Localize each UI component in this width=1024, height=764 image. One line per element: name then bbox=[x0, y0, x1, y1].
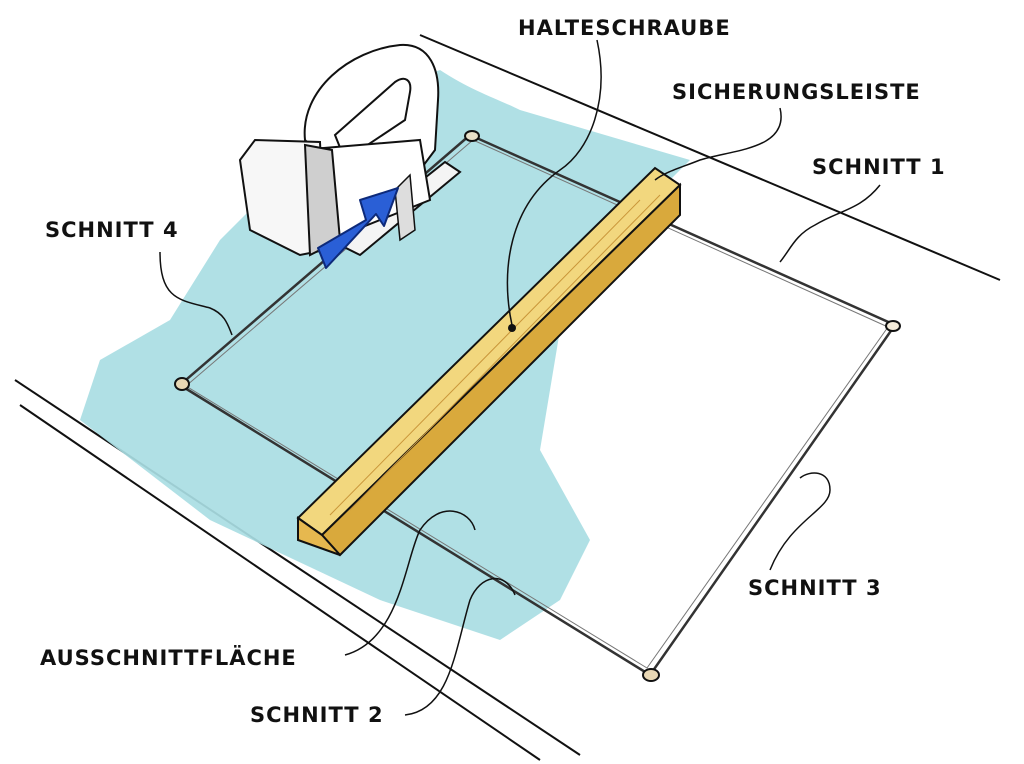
label-ausschnittflaeche: AUSSCHNITTFLÄCHE bbox=[40, 646, 297, 670]
label-schnitt1: SCHNITT 1 bbox=[812, 155, 946, 179]
cutout-area bbox=[80, 70, 690, 640]
leader-schnitt4 bbox=[159, 251, 233, 336]
jigsaw-handle-opening bbox=[333, 77, 412, 162]
batten-grain bbox=[329, 194, 661, 516]
jigsaw bbox=[238, 43, 462, 257]
countertop-front-edge-top bbox=[14, 379, 581, 756]
label-halteschraube: HALTESCHRAUBE bbox=[518, 16, 731, 40]
countertop-front-edge-bottom bbox=[19, 404, 541, 761]
leader-halteschraube bbox=[506, 39, 602, 326]
label-schnitt4: SCHNITT 4 bbox=[45, 218, 179, 242]
cut-outline-inner bbox=[185, 139, 889, 669]
cutting-direction-arrow bbox=[317, 187, 399, 269]
holding-screw bbox=[508, 324, 516, 332]
jigsaw-blade-guard bbox=[394, 173, 416, 242]
safety-batten bbox=[296, 166, 682, 557]
label-schnitt3: SCHNITT 3 bbox=[748, 576, 882, 600]
drill-hole-bottom bbox=[642, 668, 660, 682]
batten-end-face bbox=[297, 516, 341, 556]
leader-ausschnittflaeche bbox=[344, 510, 476, 656]
label-sicherungsleiste: SICHERUNGSLEISTE bbox=[672, 80, 921, 104]
leader-schnitt1 bbox=[779, 184, 881, 263]
drill-hole-left bbox=[174, 377, 190, 391]
drill-hole-top bbox=[464, 130, 480, 142]
label-schnitt2: SCHNITT 2 bbox=[250, 703, 384, 727]
leader-schnitt2 bbox=[404, 577, 516, 716]
leader-schnitt3 bbox=[769, 472, 831, 571]
drill-hole-right bbox=[885, 320, 901, 332]
leader-sicherungsleiste bbox=[654, 107, 782, 181]
